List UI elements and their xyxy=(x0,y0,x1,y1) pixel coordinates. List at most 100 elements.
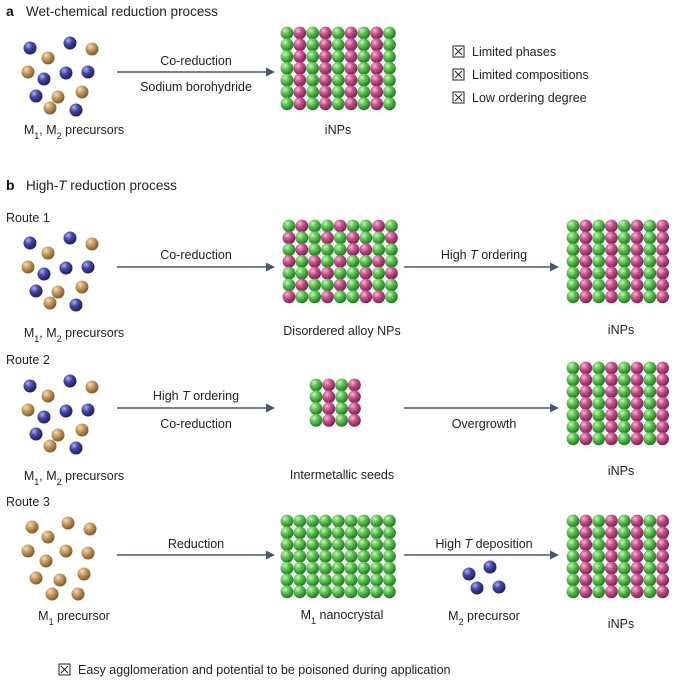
m1-atom xyxy=(29,571,43,585)
m1-lattice-atom xyxy=(579,432,593,446)
route-2: Route 2 M1, M2 precursors High T orderin… xyxy=(6,353,669,487)
route-1-intermediate-label: Disordered alloy NPs xyxy=(283,324,400,338)
m1-lattice-atom xyxy=(321,231,334,245)
m2-lattice-atom xyxy=(617,538,631,551)
m1-lattice-atom xyxy=(344,50,358,63)
m2-atom xyxy=(29,284,43,298)
panel-a-title: Wet-chemical reduction process xyxy=(26,4,218,19)
route-3-arrow-2 xyxy=(404,550,559,560)
m1-lattice-atom xyxy=(579,514,593,528)
m1-lattice-atom xyxy=(579,573,593,587)
m2-lattice-atom xyxy=(383,38,396,52)
m2-lattice-atom xyxy=(617,385,631,398)
m2-lattice-atom xyxy=(344,514,358,528)
m1-lattice-atom xyxy=(579,290,593,304)
m2-lattice-atom xyxy=(643,361,657,375)
m2-lattice-atom xyxy=(617,397,631,410)
m1-lattice-atom xyxy=(321,266,334,280)
m2-lattice-atom xyxy=(309,390,323,404)
m2-lattice-atom xyxy=(592,361,605,375)
route-3-m1-nanocrystal-lattice xyxy=(280,514,396,599)
m2-lattice-atom xyxy=(566,361,580,375)
m1-lattice-atom xyxy=(656,231,669,245)
m2-lattice-atom xyxy=(566,219,580,233)
panel-a-precursor-label: M1, M2 precursors xyxy=(24,123,124,141)
m1-lattice-atom xyxy=(359,278,373,292)
m1-lattice-atom xyxy=(605,373,618,387)
m1-lattice-atom xyxy=(372,219,385,233)
m2-lattice-atom xyxy=(592,573,605,587)
m2-lattice-atom xyxy=(370,585,383,599)
m2-lattice-atom xyxy=(566,408,580,422)
m2-lattice-atom xyxy=(309,378,323,392)
panel-a-precursor-cluster xyxy=(21,36,99,117)
m2-lattice-atom xyxy=(566,538,580,551)
m1-lattice-atom xyxy=(605,526,618,540)
m1-lattice-atom xyxy=(370,97,383,111)
m1-lattice-atom xyxy=(579,561,593,575)
m2-lattice-atom xyxy=(383,97,396,111)
route-2-step-2-label: Overgrowth xyxy=(452,417,517,431)
m2-lattice-atom xyxy=(293,573,307,587)
panel-a-arrow-top-label: Co-reduction xyxy=(160,54,232,68)
m2-lattice-atom xyxy=(566,432,580,446)
m1-lattice-atom xyxy=(630,361,644,375)
m2-lattice-atom xyxy=(357,538,371,551)
m2-lattice-atom xyxy=(566,420,580,434)
m2-lattice-atom xyxy=(592,243,605,256)
m2-lattice-atom xyxy=(321,278,334,292)
m2-atom xyxy=(63,36,77,50)
route-3: Route 3 M1 precursor Reduction M1 nanocr… xyxy=(6,495,669,631)
m2-lattice-atom xyxy=(643,573,657,587)
m2-lattice-atom xyxy=(643,526,657,540)
m2-lattice-atom xyxy=(372,243,385,256)
m1-lattice-atom xyxy=(630,278,644,292)
m1-lattice-atom xyxy=(605,219,618,233)
m2-lattice-atom xyxy=(309,414,323,427)
m1-lattice-atom xyxy=(630,408,644,422)
m1-lattice-atom xyxy=(359,243,373,256)
m1-atom xyxy=(75,85,89,99)
m2-lattice-atom xyxy=(280,38,294,52)
limitation-item-2: Limited compositions xyxy=(452,68,589,82)
panel-a-arrow-bottom-label: Sodium borohydride xyxy=(140,80,252,94)
m1-lattice-atom xyxy=(579,361,593,375)
m1-lattice-atom xyxy=(319,97,332,111)
m1-lattice-atom xyxy=(579,266,593,280)
m2-lattice-atom xyxy=(357,97,371,111)
m1-lattice-atom xyxy=(656,255,669,268)
m2-lattice-atom xyxy=(370,526,383,540)
m1-atom xyxy=(77,567,91,581)
m1-lattice-atom xyxy=(308,255,321,268)
m1-atom xyxy=(85,380,99,394)
m2-atom xyxy=(69,298,83,312)
m1-lattice-atom xyxy=(656,550,669,563)
m1-lattice-atom xyxy=(348,414,361,427)
m1-lattice-atom xyxy=(308,266,321,280)
m1-lattice-atom xyxy=(656,526,669,540)
m1-atom xyxy=(85,237,99,251)
m1-lattice-atom xyxy=(656,573,669,587)
m1-lattice-atom xyxy=(656,219,669,233)
m2-atom xyxy=(483,560,497,574)
m1-lattice-atom xyxy=(293,73,307,87)
m2-lattice-atom xyxy=(293,585,307,599)
m1-lattice-atom xyxy=(293,62,307,75)
m2-lattice-atom xyxy=(385,243,398,256)
m2-lattice-atom xyxy=(383,514,396,528)
m2-lattice-atom xyxy=(566,526,580,540)
m2-lattice-atom xyxy=(346,219,360,233)
m2-lattice-atom xyxy=(617,432,631,446)
route-1-arrow-1 xyxy=(117,262,275,272)
m1-lattice-atom xyxy=(372,255,385,268)
m1-lattice-atom xyxy=(605,514,618,528)
m1-lattice-atom xyxy=(322,402,336,415)
m1-lattice-atom xyxy=(579,397,593,410)
m2-lattice-atom xyxy=(293,526,307,540)
m2-lattice-atom xyxy=(617,219,631,233)
m2-lattice-atom xyxy=(617,243,631,256)
limitation-text: Limited compositions xyxy=(472,68,589,82)
m2-lattice-atom xyxy=(308,219,321,233)
m2-lattice-atom xyxy=(370,550,383,563)
m1-atom xyxy=(51,428,65,442)
